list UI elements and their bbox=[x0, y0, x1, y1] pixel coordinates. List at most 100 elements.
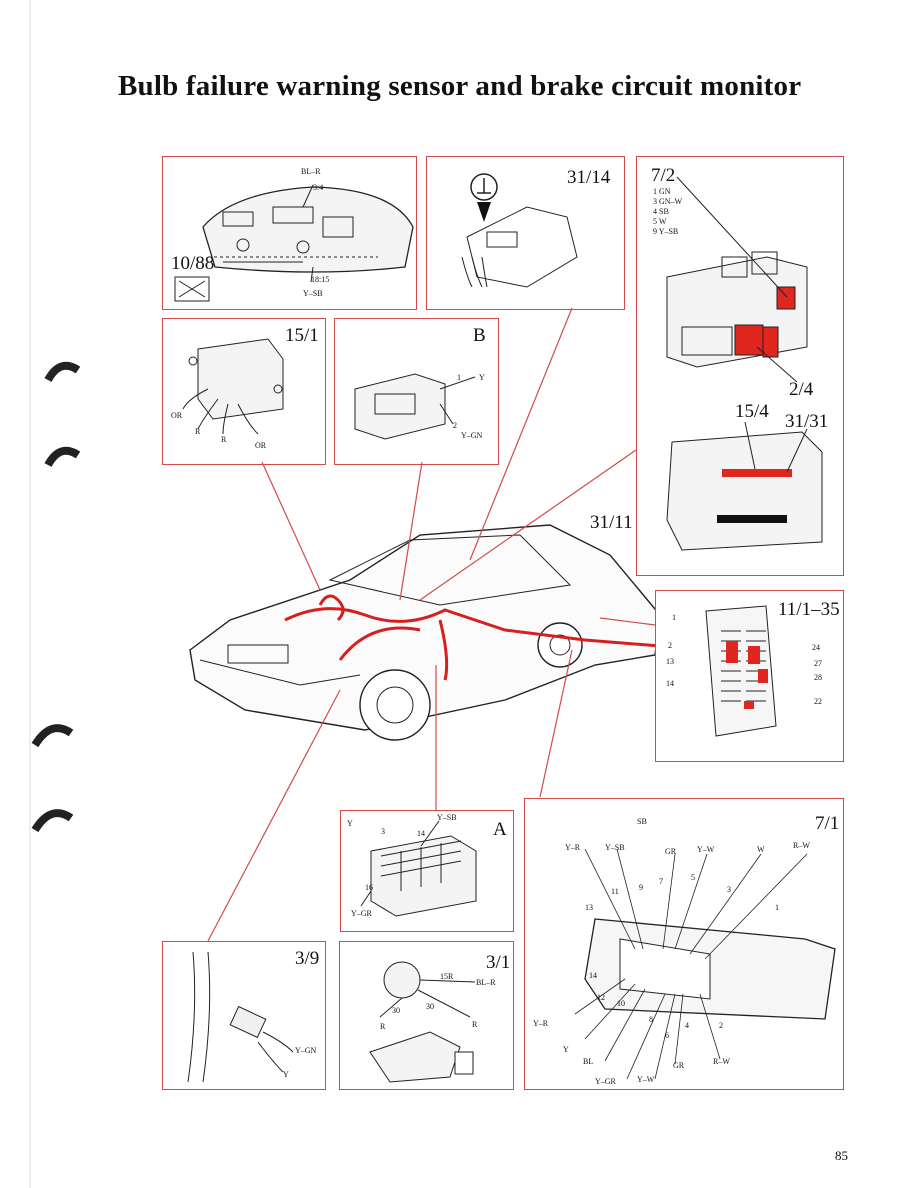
fuse-panel-drawing bbox=[705, 605, 777, 737]
pin-label: 12 bbox=[597, 993, 605, 1002]
pin-label: 4 bbox=[685, 1021, 689, 1030]
panel-sensor-7-1: 7/1 SB Y–R Y–SB GR Y–W W R–W 13 11 9 7 5… bbox=[524, 798, 844, 1090]
crossed-bulb-icon bbox=[174, 276, 210, 302]
module-drawing bbox=[182, 338, 284, 435]
page-number: 85 bbox=[835, 1148, 848, 1163]
wire-label: BL–R bbox=[301, 167, 321, 176]
wire-label: 9 Y–SB bbox=[653, 227, 679, 236]
component-label: 7/1 bbox=[815, 813, 840, 834]
wire-label: Y–GR bbox=[351, 909, 372, 918]
pin-label: 7 bbox=[659, 877, 663, 886]
panel-fuse-panel: 11/1–35 1 2 13 14 24 27 28 22 bbox=[655, 590, 844, 762]
panel-instrument-cluster: BL–R 3:4 10/88 18:15 Y–SB bbox=[162, 156, 417, 310]
panel-connector-b: B 1 Y 2 Y–GN bbox=[334, 318, 499, 465]
wire-label: 5 W bbox=[653, 217, 667, 226]
pin-label: 28 bbox=[814, 673, 822, 682]
wire-label: OR bbox=[171, 411, 183, 420]
wire-label: Y–R bbox=[533, 1019, 549, 1028]
pin-label: 1 bbox=[672, 613, 676, 622]
wire-label: Y bbox=[479, 373, 485, 382]
component-label: 2/4 bbox=[789, 379, 814, 400]
wire-label: Y bbox=[563, 1045, 569, 1054]
switch-3-9-drawing bbox=[187, 951, 294, 1083]
pin-label: 15R bbox=[440, 972, 454, 981]
page-title: Bulb failure warning sensor and brake ci… bbox=[118, 70, 802, 102]
binder-holes-graphic bbox=[29, 0, 80, 1188]
pin-label: 9 bbox=[639, 883, 643, 892]
pin-label: 2 bbox=[719, 1021, 723, 1030]
pin-label: 13 bbox=[585, 903, 593, 912]
component-label: 3/1 bbox=[486, 952, 511, 973]
wire-label: SB bbox=[637, 817, 647, 826]
connector-a-drawing bbox=[360, 820, 477, 917]
connector-b-drawing bbox=[354, 373, 476, 440]
component-label: B bbox=[473, 325, 486, 346]
component-label: 3/9 bbox=[295, 948, 320, 969]
component-label: 15/1 bbox=[285, 325, 319, 346]
pin-label: 2 bbox=[453, 421, 457, 430]
wire-label: GR bbox=[673, 1061, 685, 1070]
wire-label: Y–W bbox=[637, 1075, 655, 1084]
wire-label: R–W bbox=[793, 841, 810, 850]
panel-ground-point: 31/14 bbox=[426, 156, 625, 310]
wire-label: R bbox=[221, 435, 227, 444]
wire-label: Y–SB bbox=[605, 843, 625, 852]
panel-switch-3-1: 3/1 15R BL–R 30 30 R R bbox=[339, 941, 514, 1090]
component-label: 31/31 bbox=[785, 411, 829, 432]
wire-label: R bbox=[380, 1022, 386, 1031]
panel-relay-box: 7/2 1 GN 3 GN–W 4 SB 5 W 9 Y–SB 2/4 15/4… bbox=[636, 156, 844, 576]
pin-label: 27 bbox=[814, 659, 822, 668]
wire-label: Y–R bbox=[565, 843, 581, 852]
pin-label: 18:15 bbox=[311, 275, 330, 284]
wire-label: BL–R bbox=[476, 978, 496, 987]
pin-label: 22 bbox=[814, 697, 822, 706]
pin-label: 14 bbox=[589, 971, 597, 980]
wire-label: 1 GN bbox=[653, 187, 671, 196]
panel-module-15-1: 15/1 OR R R OR bbox=[162, 318, 326, 465]
pin-label: 11 bbox=[611, 887, 619, 896]
pin-label: 13 bbox=[666, 657, 674, 666]
component-label: 10/88 bbox=[171, 253, 215, 274]
wire-label: Y–SB bbox=[437, 813, 457, 822]
relay-box-drawing bbox=[666, 176, 823, 551]
pin-label: 24 bbox=[812, 643, 820, 652]
pin-label: 5 bbox=[691, 873, 695, 882]
component-label: 15/4 bbox=[735, 401, 769, 422]
switch-3-1-drawing bbox=[369, 961, 476, 1083]
component-label: 31/14 bbox=[567, 167, 611, 188]
component-label: 7/2 bbox=[651, 165, 676, 186]
wire-label: GR bbox=[665, 847, 677, 856]
pin-label: 6 bbox=[665, 1031, 669, 1040]
wire-label: Y–GR bbox=[595, 1077, 616, 1086]
binder-margin bbox=[0, 0, 80, 1188]
wire-label: Y–GN bbox=[461, 431, 483, 440]
ground-point-drawing bbox=[461, 173, 578, 288]
wire-label: BL bbox=[583, 1057, 594, 1066]
pin-label: 30 bbox=[392, 1006, 400, 1015]
wire-label: Y–GN bbox=[295, 1046, 317, 1055]
panel-switch-3-9: 3/9 Y–GN Y bbox=[162, 941, 326, 1090]
pin-label: 3 bbox=[381, 827, 385, 836]
pin-label: 10 bbox=[617, 999, 625, 1008]
component-label: A bbox=[493, 819, 507, 840]
sensor-drawing bbox=[574, 848, 836, 1080]
pin-label: 3 bbox=[727, 885, 731, 894]
panel-connector-a: A Y–SB Y 3 14 16 Y–GR bbox=[340, 810, 514, 932]
component-label-31-11: 31/11 bbox=[590, 512, 633, 533]
wire-label: OR bbox=[255, 441, 267, 450]
wire-label: W bbox=[757, 845, 765, 854]
wire-label: 3 GN–W bbox=[653, 197, 683, 206]
instrument-cluster-drawing bbox=[202, 184, 414, 283]
wire-label: Y–SB bbox=[303, 289, 323, 298]
pin-label: 14 bbox=[666, 679, 674, 688]
pin-label: 1 bbox=[457, 373, 461, 382]
wire-label: R–W bbox=[713, 1057, 730, 1066]
pin-label: 2 bbox=[668, 641, 672, 650]
pin-label: 30 bbox=[426, 1002, 434, 1011]
pin-label: 8 bbox=[649, 1015, 653, 1024]
component-label: 11/1–35 bbox=[778, 599, 840, 620]
wire-label: R bbox=[472, 1020, 478, 1029]
wire-label: Y bbox=[283, 1070, 289, 1079]
wire-label: Y bbox=[347, 819, 353, 828]
pin-label: 14 bbox=[417, 829, 425, 838]
